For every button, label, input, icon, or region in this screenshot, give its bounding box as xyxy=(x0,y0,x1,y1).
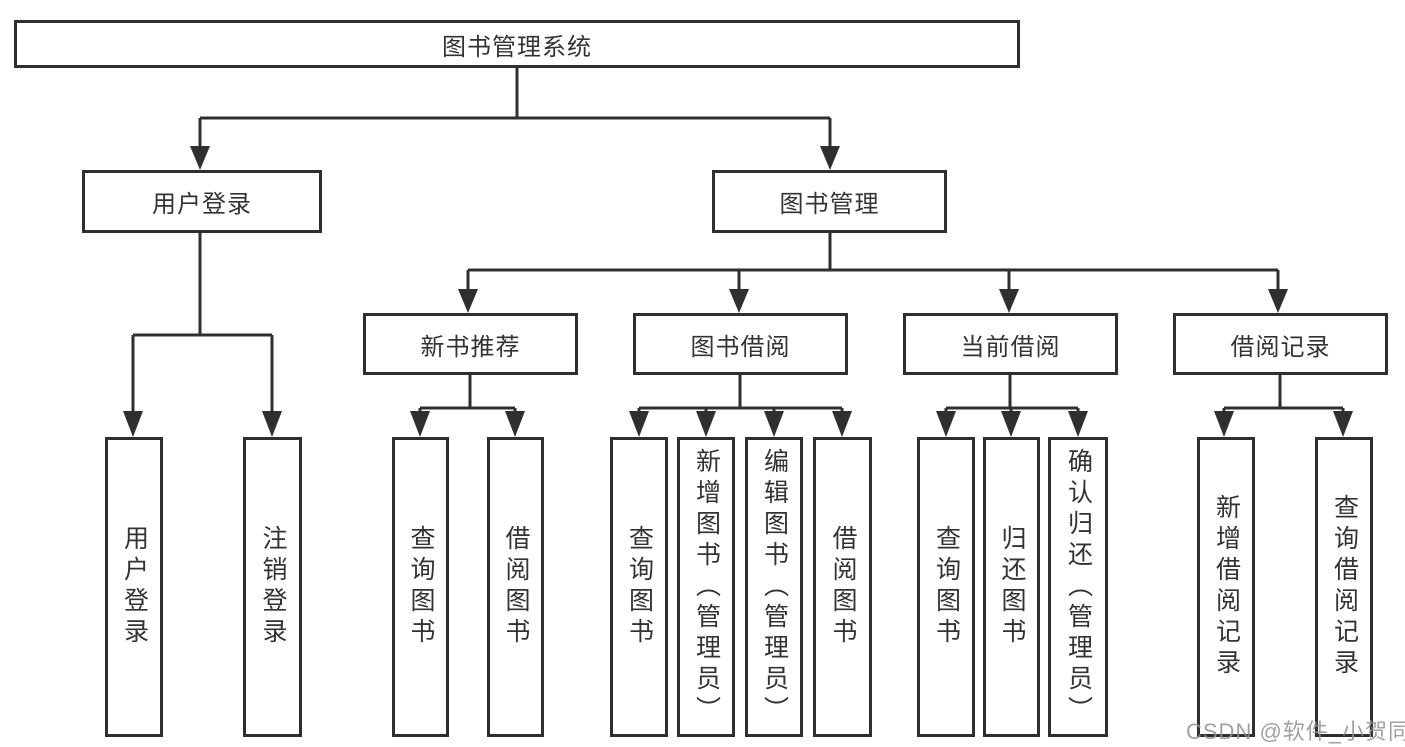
node-leaf-logout: 注销登录 xyxy=(243,437,302,737)
watermark: CSDN @软件_小贺同学 xyxy=(1186,719,1405,744)
arrow-down-icon xyxy=(999,289,1019,313)
node-leaf-cb-confirm-return-admin: 确认归还（管理员） xyxy=(1048,437,1108,737)
node-leaf-nbr-query-books: 查询图书 xyxy=(392,437,449,737)
connector-arrows xyxy=(123,146,1353,437)
arrow-down-icon xyxy=(1268,289,1288,313)
arrow-down-icon xyxy=(190,146,210,170)
node-user-login: 用户登录 xyxy=(82,170,322,233)
node-book-management: 图书管理 xyxy=(712,170,947,233)
arrow-down-icon xyxy=(1214,411,1234,437)
arrow-down-icon xyxy=(1333,411,1353,437)
arrow-down-icon xyxy=(458,289,478,313)
node-new-book-recommend: 新书推荐 xyxy=(363,313,578,375)
arrow-down-icon xyxy=(123,411,143,437)
node-book-borrow: 图书借阅 xyxy=(633,313,848,375)
arrow-down-icon xyxy=(1068,411,1088,437)
arrow-down-icon xyxy=(820,146,840,170)
node-borrow-records: 借阅记录 xyxy=(1173,313,1388,375)
arrow-down-icon xyxy=(629,411,649,437)
node-leaf-nbr-borrow-books: 借阅图书 xyxy=(487,437,544,737)
node-leaf-bb-add-books-admin: 新增图书（管理员） xyxy=(677,437,735,737)
node-leaf-br-add-record: 新增借阅记录 xyxy=(1197,437,1255,737)
arrow-down-icon xyxy=(764,411,784,437)
arrow-down-icon xyxy=(729,289,749,313)
node-leaf-bb-query-books: 查询图书 xyxy=(610,437,668,737)
arrow-down-icon xyxy=(262,411,282,437)
node-leaf-bb-borrow-books: 借阅图书 xyxy=(813,437,872,737)
connector-edges xyxy=(131,68,1345,420)
arrow-down-icon xyxy=(505,411,525,437)
node-leaf-cb-query-books: 查询图书 xyxy=(917,437,975,737)
node-leaf-bb-edit-books-admin: 编辑图书（管理员） xyxy=(745,437,803,737)
arrow-down-icon xyxy=(410,411,430,437)
arrow-down-icon xyxy=(936,411,956,437)
node-leaf-cb-return-books: 归还图书 xyxy=(983,437,1040,737)
node-leaf-br-query-record: 查询借阅记录 xyxy=(1315,437,1373,737)
node-current-borrow: 当前借阅 xyxy=(903,313,1118,375)
arrow-down-icon xyxy=(696,411,716,437)
node-root-library-system: 图书管理系统 xyxy=(14,20,1020,68)
node-leaf-user-login: 用户登录 xyxy=(105,437,163,737)
arrow-down-icon xyxy=(832,411,852,437)
arrow-down-icon xyxy=(1001,411,1021,437)
